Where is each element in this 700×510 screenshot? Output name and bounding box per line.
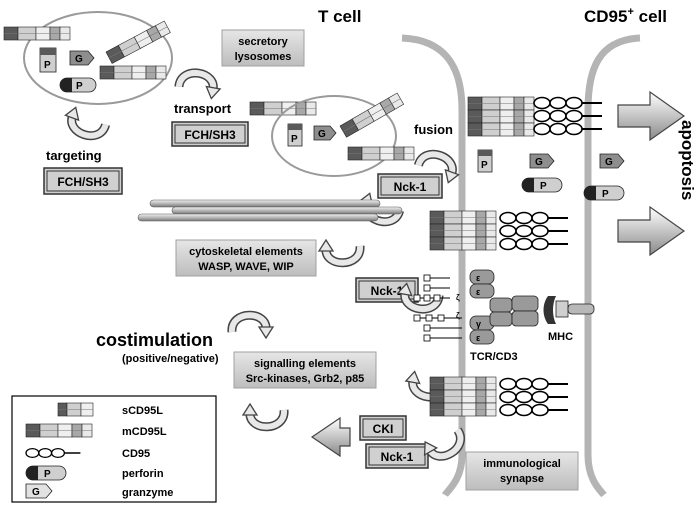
svg-text:Nck-1: Nck-1 [381,450,414,464]
svg-text:Nck-1: Nck-1 [371,284,404,298]
nck1-box [377,173,443,199]
svg-text:CD95: CD95 [122,448,150,460]
nck1-box [365,443,429,469]
mcd95l-molecule [3,26,71,41]
targeting-arrow [61,105,107,140]
svg-text:CKI: CKI [373,422,394,436]
costimulation-arrow [232,315,273,338]
mcd95l-molecule [339,92,404,138]
cd95-cell-title: CD95+ cell [584,6,667,26]
granzyme-icon: G [529,153,555,169]
perforin-icon: P [477,149,493,173]
svg-text:synapse: synapse [500,473,544,485]
cd95-cell-membrane [584,34,641,498]
svg-text:immunological: immunological [483,458,561,470]
mcd95l-molecule [347,146,415,161]
mcd95l-cd95-complex-bottom [429,376,569,417]
costimulation-sub-label: (positive/negative) [122,353,219,365]
svg-text:ε: ε [476,287,481,297]
costimulation-output-arrow [310,416,351,458]
legend-item-mcd95l: mCD95L [25,423,167,438]
apoptosis-arrow-top [617,90,686,142]
mcd95l-cd95-complex-middle [429,210,569,251]
svg-text:P: P [602,189,609,200]
fusion-label: fusion [414,122,453,137]
lysosome-arrow [178,70,222,100]
svg-text:FCH/SH3: FCH/SH3 [184,128,236,142]
t-cell-membrane [401,34,466,498]
mhc-molecule [543,296,595,324]
svg-text:lysosomes: lysosomes [235,51,292,63]
perforin-icon: P [287,123,303,147]
apoptosis-label: apoptosis [678,120,697,200]
mhc-label: MHC [548,331,573,343]
svg-text:WASP, WAVE, WIP: WASP, WAVE, WIP [198,261,294,273]
svg-text:G: G [605,157,613,168]
secretory-lysosomes-label [221,29,305,67]
svg-text:cytoskeletal elements: cytoskeletal elements [189,246,303,258]
tcr-cd3-complex: ε ε ζ ζ γ ε [413,269,539,345]
cytoskeletal-filaments [137,199,403,222]
svg-text:G: G [75,54,83,65]
svg-text:mCD95L: mCD95L [122,426,167,438]
mcd95l-molecule [99,65,167,80]
cytoskeleton-arrow [319,240,360,263]
perforin-icon: P [59,77,97,93]
svg-text:P: P [76,81,83,92]
svg-text:ε: ε [476,273,481,283]
cytoskeletal-elements-label [175,239,317,277]
tcr-cd3-label: TCR/CD3 [470,351,518,363]
costimulation-label: costimulation [96,330,213,350]
granzyme-icon: G [69,50,95,66]
granzyme-icon: G [599,153,625,169]
svg-text:γ: γ [476,319,481,329]
fch-sh3-box [43,167,123,195]
mcd95l-cd95-complex-top [467,96,603,137]
svg-text:P: P [481,160,488,171]
svg-text:ε: ε [476,333,481,343]
svg-text:G: G [535,157,543,168]
svg-text:G: G [318,129,326,140]
signalling-elements-label [233,351,377,389]
legend-item-perforin: P perforin [25,465,164,481]
svg-text:P: P [44,60,51,71]
svg-text:secretory: secretory [238,36,288,48]
svg-text:Src-kinases, Grb2, p85: Src-kinases, Grb2, p85 [246,373,365,385]
svg-text:granzyme: granzyme [122,487,173,499]
t-cell-title: T cell [318,7,361,26]
mcd95l-molecule [105,20,171,64]
legend-item-cd95: CD95 [25,447,150,460]
apoptosis-arrow-bottom [617,205,686,257]
granzyme-icon: G [313,125,337,141]
perforin-icon: P [583,185,625,201]
svg-text:FCH/SH3: FCH/SH3 [57,175,109,189]
transport-label: transport [174,101,232,116]
cki-box [359,415,407,441]
perforin-icon: P [39,47,57,73]
svg-text:perforin: perforin [122,468,164,480]
svg-text:Nck-1: Nck-1 [394,180,427,194]
svg-text:signalling elements: signalling elements [254,358,356,370]
fch-sh3-box [171,121,249,147]
secretory-lysosome-1 [23,11,173,105]
svg-text:sCD95L: sCD95L [122,405,163,417]
perforin-icon: P [521,177,563,193]
svg-text:P: P [44,469,51,480]
svg-text:G: G [32,487,40,498]
svg-text:ζ: ζ [456,293,460,302]
svg-text:P: P [291,134,298,145]
targeting-label: targeting [46,148,102,163]
legend-item-scd95l: sCD95L [57,402,163,417]
immunological-synapse-label [465,451,579,491]
signalling-arrow [243,404,284,427]
legend-item-granzyme: G granzyme [25,483,173,499]
secretory-lysosome-2 [271,95,397,177]
svg-text:P: P [540,181,547,192]
svg-text:ζ: ζ [456,311,460,320]
